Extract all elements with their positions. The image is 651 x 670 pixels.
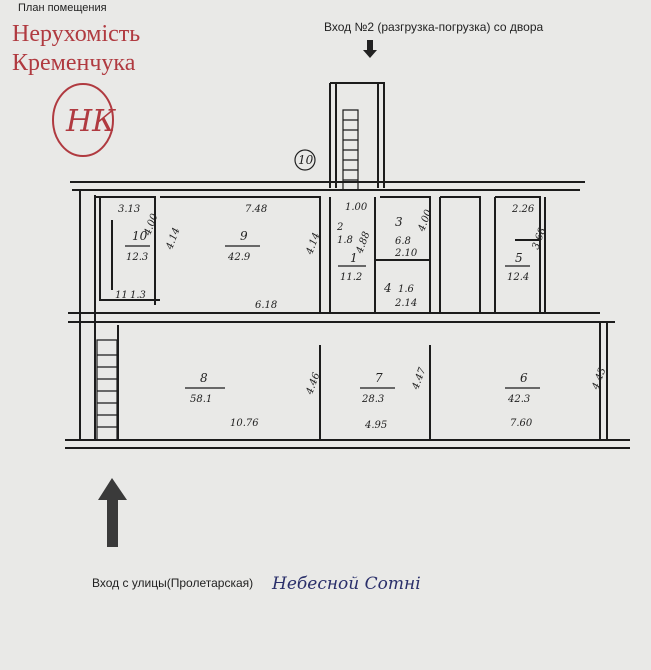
svg-text:1.6: 1.6 [398, 284, 415, 295]
svg-text:4.00: 4.00 [416, 208, 435, 234]
svg-text:2.10: 2.10 [394, 248, 418, 259]
street-handwritten: Небесной Сотні [272, 574, 421, 594]
svg-text:6.8: 6.8 [395, 236, 411, 247]
room-5: 512.4 [505, 251, 530, 283]
entry2-arrow-icon [363, 40, 377, 58]
svg-text:7.48: 7.48 [245, 204, 267, 215]
svg-text:3: 3 [395, 215, 403, 229]
svg-text:4.00: 4.00 [142, 212, 161, 238]
room-8: 858.1 [185, 371, 225, 405]
svg-text:4.88: 4.88 [354, 230, 372, 256]
room-7: 728.3 [360, 371, 395, 405]
walls [65, 181, 630, 449]
svg-text:42.3: 42.3 [507, 394, 530, 405]
room-6: 642.3 [505, 371, 540, 405]
svg-text:42.9: 42.9 [227, 252, 251, 263]
svg-text:4: 4 [383, 281, 392, 295]
floor-marker-text: 10 [298, 153, 314, 167]
logo: Нерухомість Кременчука [12, 20, 140, 78]
room-10: 10 12.3 [125, 229, 150, 263]
svg-text:НК: НК [65, 104, 116, 139]
svg-text:10.76: 10.76 [230, 418, 259, 429]
svg-text:12.3: 12.3 [126, 252, 148, 263]
logo-line1: Нерухомість [12, 21, 141, 47]
logo-monogram: НК [52, 83, 116, 157]
room-1: 111.2 [338, 251, 366, 283]
room-3: 36.8 [395, 215, 411, 247]
entry1-arrow-icon [98, 478, 127, 547]
svg-text:1: 1 [350, 251, 358, 265]
svg-text:2.14: 2.14 [394, 298, 417, 309]
plan-title: План помещения [18, 2, 107, 14]
svg-text:28.3: 28.3 [361, 394, 384, 405]
stair-tower [329, 82, 385, 191]
logo-line2: Кременчука [12, 50, 136, 76]
svg-text:5: 5 [515, 251, 523, 265]
room-2: 21.8 [336, 222, 353, 246]
svg-text:4.47: 4.47 [410, 366, 429, 392]
svg-text:4.14: 4.14 [164, 226, 182, 252]
svg-text:1.8: 1.8 [337, 235, 353, 246]
floor-marker [294, 149, 316, 171]
svg-text:12.4: 12.4 [507, 272, 529, 283]
svg-text:3.13: 3.13 [118, 204, 140, 215]
svg-text:10: 10 [132, 229, 148, 243]
svg-text:6.18: 6.18 [255, 300, 277, 311]
svg-text:1.00: 1.00 [345, 202, 368, 213]
room-9: 942.9 [225, 229, 260, 263]
svg-text:7.60: 7.60 [510, 418, 533, 429]
svg-text:4.95: 4.95 [364, 420, 387, 431]
svg-text:2: 2 [336, 222, 343, 233]
svg-text:6: 6 [520, 371, 528, 385]
entry1-label: Вход с улицы(Пролетарская) [92, 576, 254, 590]
svg-text:1.3: 1.3 [130, 290, 146, 301]
svg-text:9: 9 [240, 229, 248, 243]
svg-text:11: 11 [115, 290, 128, 301]
svg-text:4.43: 4.43 [590, 366, 608, 392]
svg-text:58.1: 58.1 [190, 394, 212, 405]
svg-text:11.2: 11.2 [340, 272, 362, 283]
svg-text:8: 8 [200, 371, 208, 385]
entry2-label: Вход №2 (разгрузка-погрузка) со двора [324, 20, 544, 34]
svg-text:7: 7 [375, 371, 383, 385]
svg-text:2.26: 2.26 [511, 204, 535, 215]
